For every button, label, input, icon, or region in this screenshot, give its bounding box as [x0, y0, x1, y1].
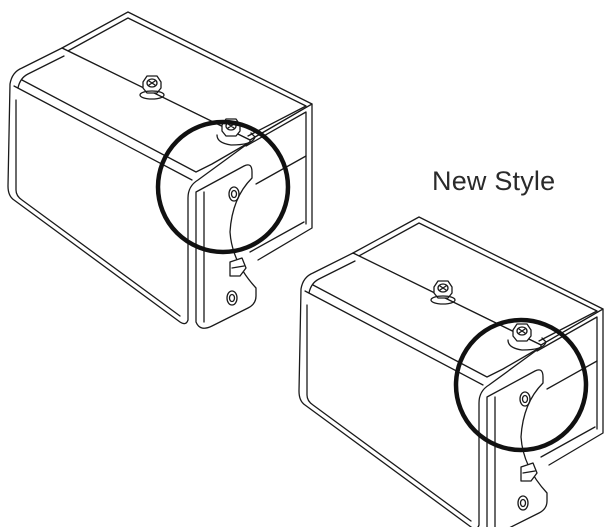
new-style-highlight-circle: [453, 317, 589, 453]
new-style-label: New Style: [432, 166, 556, 196]
new-style-bracket: [298, 216, 604, 527]
old-style-highlight-circle: [155, 119, 291, 255]
